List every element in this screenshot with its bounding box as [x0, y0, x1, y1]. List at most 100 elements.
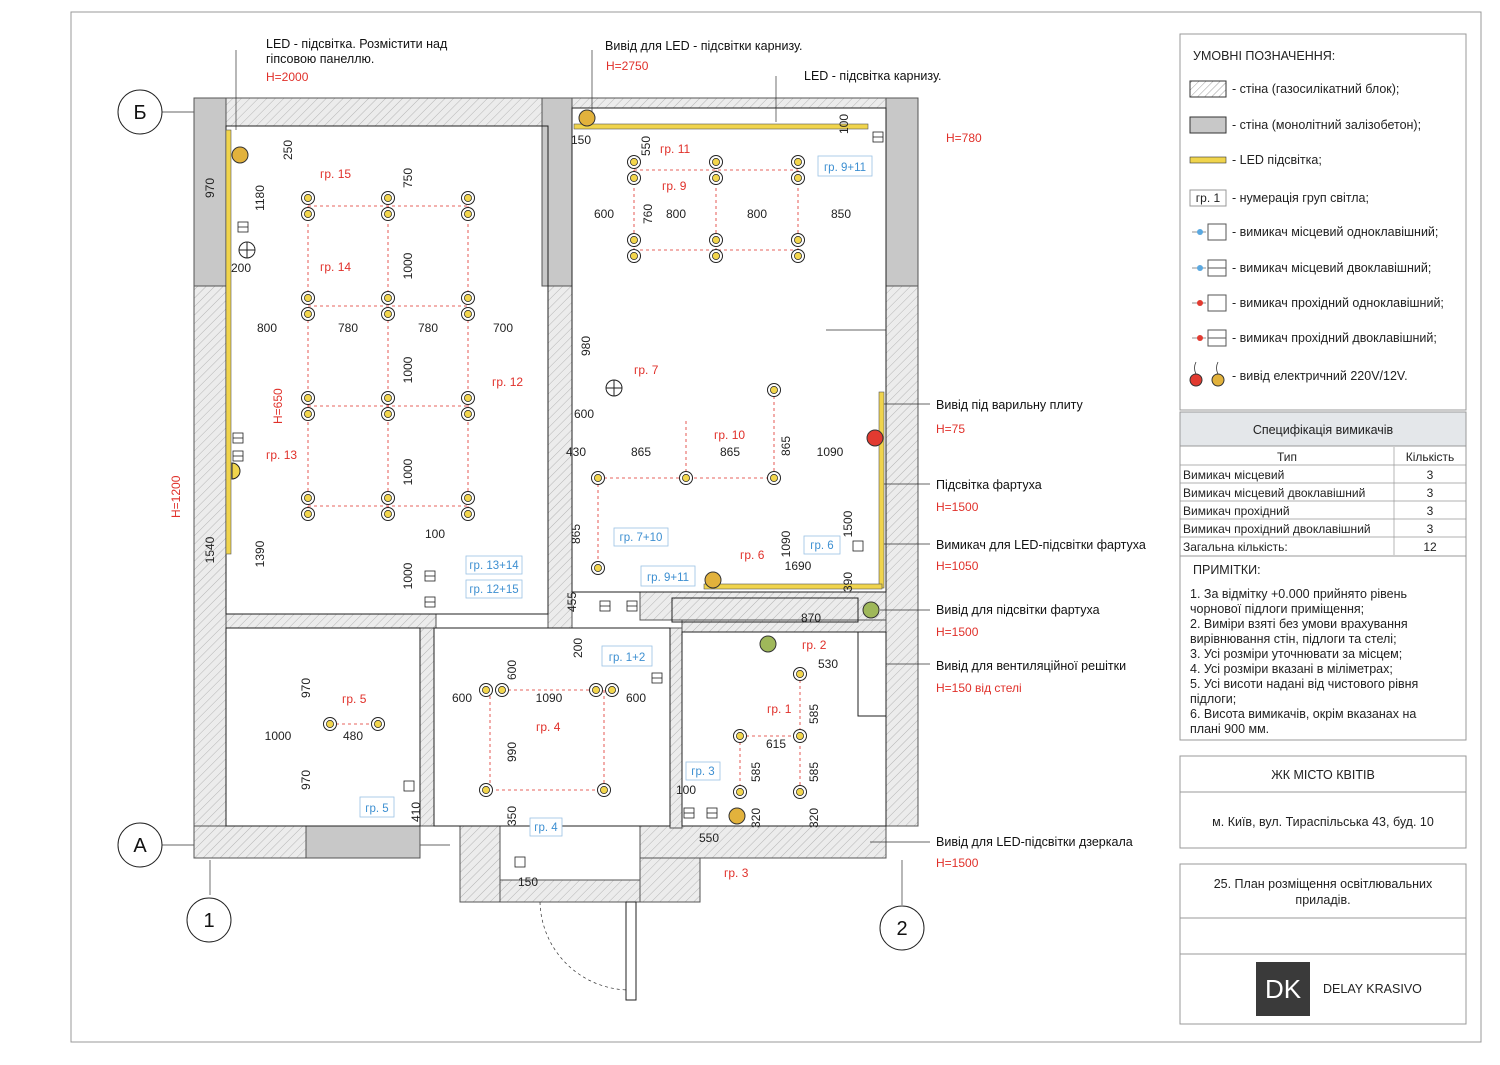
switch-tag: гр. 12+15 [469, 584, 518, 596]
spec-row-qty: 12 [1423, 540, 1437, 554]
spec-row-type: Вимикач прохідний двоклавішний [1183, 522, 1371, 536]
notes-lines: 1. За відмітку +0.000 прийнято рівеньчор… [1190, 587, 1418, 736]
legend-label: - LED підсвітка; [1232, 153, 1322, 167]
dimension-label: 250 [281, 140, 295, 160]
legend-title: УМОВНІ ПОЗНАЧЕННЯ: [1193, 49, 1335, 63]
note-line: 5. Усі висоти надані від чистового рівня [1190, 677, 1418, 691]
dimension-label: 150 [571, 133, 591, 147]
spec-row-type: Вимикач місцевий двоклавішний [1183, 486, 1365, 500]
spotlight-icon [793, 729, 807, 743]
dimension-label: 865 [720, 445, 740, 459]
dimension-label: 1390 [253, 540, 267, 567]
group-label: гр. 10 [714, 428, 745, 442]
dimension-label: 100 [425, 527, 445, 541]
callout-apron-switch-h: H=1050 [936, 559, 979, 573]
switch-tag: гр. 5 [365, 803, 388, 815]
dimension-label: 990 [505, 742, 519, 762]
spec-head-qty: Кількість [1406, 450, 1455, 464]
dimension-label: 320 [749, 808, 763, 828]
dimension-label: 780 [338, 321, 358, 335]
dimension-label: 1000 [401, 458, 415, 485]
note-line: підлоги; [1190, 692, 1236, 706]
project-name: ЖК МІСТО КВІТІВ [1271, 768, 1375, 782]
legend-items: - стіна (газосилікатний блок);- стіна (м… [1189, 80, 1444, 387]
dimension-label: 480 [343, 729, 363, 743]
dimension-label: 100 [837, 114, 851, 134]
spec-row-type: Вимикач місцевий [1183, 468, 1284, 482]
spec-head-type: Тип [1277, 450, 1297, 464]
group-label: гр. 6 [740, 548, 765, 562]
callout-apron-out-h: H=1500 [936, 625, 979, 639]
spotlight-icon [709, 171, 723, 185]
legend-label: - стіна (монолітний залізобетон); [1232, 118, 1421, 132]
group-label: гр. 15 [320, 167, 351, 181]
spotlight-icon [461, 391, 475, 405]
dimension-label: 1090 [817, 445, 844, 459]
spotlight-icon [791, 233, 805, 247]
spotlight-icon [791, 171, 805, 185]
spotlight-icon [381, 507, 395, 521]
spotlight-icon [589, 683, 603, 697]
spotlight-icon [461, 407, 475, 421]
studio-logo-text: DK [1265, 974, 1302, 1004]
dimension-label: 1090 [536, 691, 563, 705]
dimension-label: 320 [807, 808, 821, 828]
spotlight-icon [381, 491, 395, 505]
led-strips [225, 123, 885, 590]
sheet-title-2: приладів. [1295, 893, 1350, 907]
spotlight-icon [461, 491, 475, 505]
dimension-label: 1090 [779, 530, 793, 557]
dimension-label: 530 [818, 657, 838, 671]
callout-hob: Вивід під варильну плиту [936, 398, 1084, 412]
spotlight-icon [627, 171, 641, 185]
spotlight-icon [791, 249, 805, 263]
dimension-label: 760 [641, 204, 655, 224]
axis-2-marker: 2 [879, 905, 925, 951]
walls [193, 97, 919, 903]
spec-row-qty: 3 [1427, 468, 1434, 482]
group-label: гр. 12 [492, 375, 523, 389]
note-line: 6. Висота вимикачів, окрім вказанах на [1190, 707, 1416, 721]
spotlight-icon [301, 507, 315, 521]
group-label: гр. 5 [342, 692, 367, 706]
dimension-label: 150 [518, 875, 538, 889]
callout-led-panel-2: гіпсовою панеллю. [266, 52, 374, 66]
group-label: гр. 3 [724, 866, 749, 880]
group-label: гр. 2 [802, 638, 827, 652]
dimension-label: 600 [626, 691, 646, 705]
dimension-label: 970 [299, 770, 313, 790]
spotlight-icon [461, 207, 475, 221]
group-label: гр. 13 [266, 448, 297, 462]
spotlight-icon [479, 683, 493, 697]
spec-row-type: Вимикач прохідний [1183, 504, 1290, 518]
callout-h1200: H=1200 [169, 475, 183, 518]
spotlight-icon [767, 471, 781, 485]
callout-hob-h: H=75 [936, 422, 965, 436]
dimension-label: 780 [418, 321, 438, 335]
sheet-title-1: 25. План розміщення освітлювальних [1214, 877, 1433, 891]
switch-tag: гр. 9+11 [647, 572, 689, 584]
spotlight-icon [733, 729, 747, 743]
dimension-label: 200 [571, 638, 585, 658]
dimension-label: 800 [666, 207, 686, 221]
spotlight-icon [605, 683, 619, 697]
spotlight-icon [793, 667, 807, 681]
switch-tag: гр. 4 [534, 822, 558, 834]
dimension-label: 1000 [401, 562, 415, 589]
legend-label: - вимикач місцевий одноклавішний; [1232, 225, 1438, 239]
callout-h650: H=650 [271, 388, 285, 424]
callout-vent: Вивід для вентиляційної решітки [936, 659, 1126, 673]
dimension-label: 1690 [785, 559, 812, 573]
wall-concrete-icon [1189, 116, 1227, 134]
dimension-label: 850 [831, 207, 851, 221]
dimension-label: 615 [766, 737, 786, 751]
spotlight-icon [627, 155, 641, 169]
group-label: гр. 9 [662, 179, 687, 193]
svg-text:Б: Б [133, 102, 146, 124]
callout-h780: H=780 [946, 131, 982, 145]
dimension-label: 865 [631, 445, 651, 459]
